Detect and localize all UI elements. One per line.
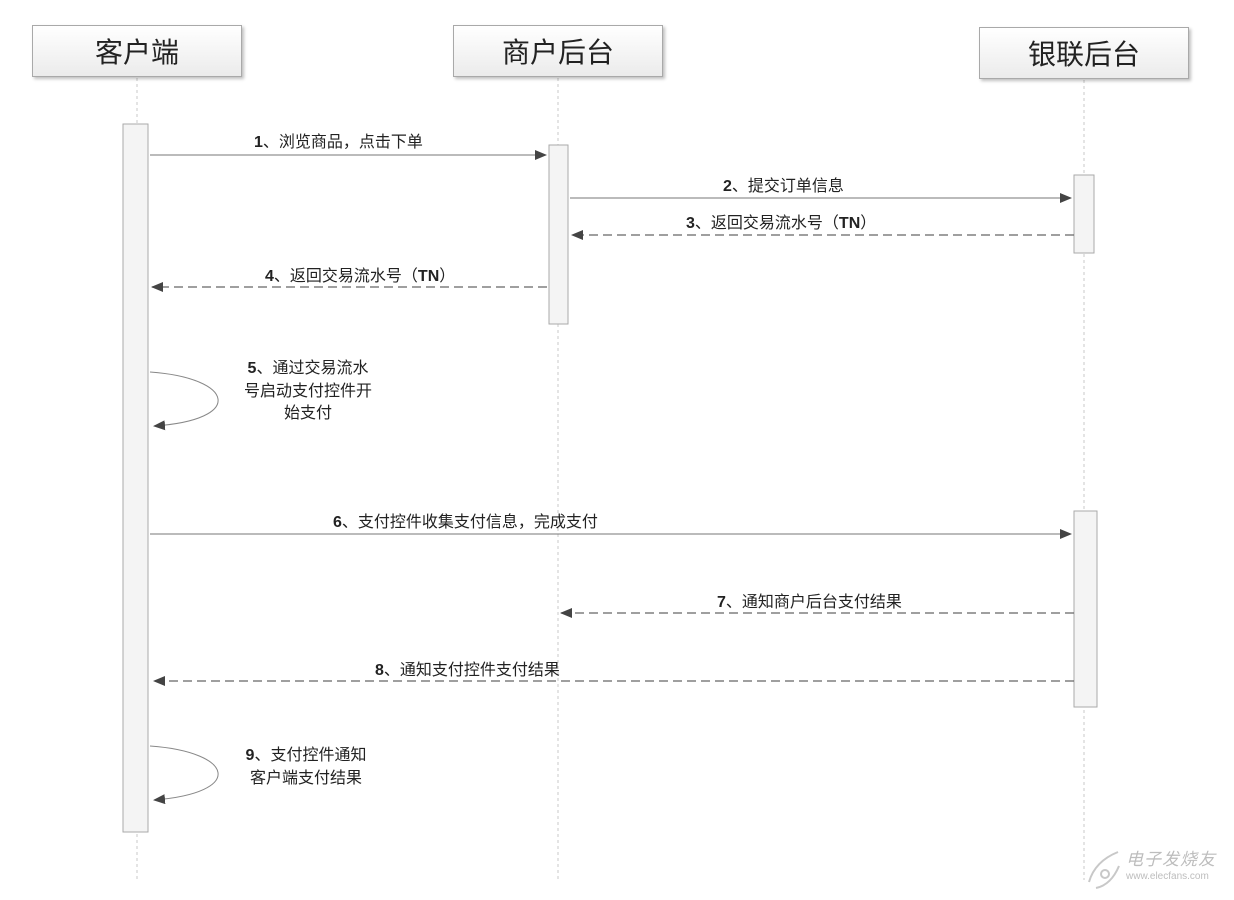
message-label-1: 1、浏览商品，点击下单 [254,128,423,152]
watermark-en: www.elecfans.com [1126,871,1209,882]
message-text-4: 、返回交易流水号（ [273,266,418,285]
message-close-3: ） [860,213,877,232]
message-line-5-1: 5、通过交易流水 [218,357,398,380]
message-text-3: 、返回交易流水号（ [694,213,839,232]
message-text-1: 、浏览商品，点击下单 [262,132,423,151]
message-text-7: 、通知商户后台支付结果 [725,592,902,611]
message-text-8: 、通知支付控件支付结果 [383,660,560,679]
message-number-1: 1 [254,134,263,151]
message-line-5-2: 号启动支付控件开 [243,381,372,400]
message-arrow-9 [149,745,219,805]
message-label-5: 5、通过交易流水 号启动支付控件开 始支付 [218,357,398,424]
message-label-4: 4、返回交易流水号（TN） [265,262,455,286]
message-label-3: 3、返回交易流水号（TN） [686,209,876,233]
watermark: 电子发烧友 www.elecfans.com [1126,852,1216,882]
actor-merchant: 商户后台 [453,25,663,77]
message-number-4: 4 [265,268,274,285]
watermark-logo-icon [1088,851,1120,889]
actor-unionpay: 银联后台 [979,27,1189,79]
message-number-2: 2 [723,178,732,195]
message-number-3: 3 [686,215,695,232]
message-line-5-3: 始支付 [283,403,332,422]
message-text-9-1: 、支付控件通知 [254,745,367,764]
message-text-5-1: 、通过交易流水 [256,358,369,377]
message-text-2: 、提交订单信息 [731,176,844,195]
actor-client: 客户端 [32,25,242,77]
message-tn-4: TN [417,268,440,285]
activation-unionpay-1 [1073,174,1095,254]
activation-merchant [548,144,569,325]
message-label-6: 6、支付控件收集支付信息，完成支付 [333,508,598,532]
activation-client [122,123,149,833]
activation-unionpay-2 [1073,510,1098,708]
message-tn-3: TN [838,215,861,232]
message-line-9-2: 客户端支付结果 [249,768,362,787]
message-number-6: 6 [333,514,342,531]
message-number-9: 9 [245,747,255,764]
message-line-9-1: 9、支付控件通知 [226,744,386,767]
message-number-5: 5 [247,360,257,377]
message-close-4: ） [439,266,456,285]
message-label-9: 9、支付控件通知 客户端支付结果 [226,744,386,789]
watermark-cn: 电子发烧友 [1126,850,1216,870]
message-label-2: 2、提交订单信息 [723,172,844,196]
message-label-8: 8、通知支付控件支付结果 [375,656,560,680]
message-label-7: 7、通知商户后台支付结果 [717,588,902,612]
message-text-6: 、支付控件收集支付信息，完成支付 [341,512,598,531]
message-number-8: 8 [375,662,384,679]
message-arrow-5 [149,371,219,431]
message-number-7: 7 [717,594,726,611]
